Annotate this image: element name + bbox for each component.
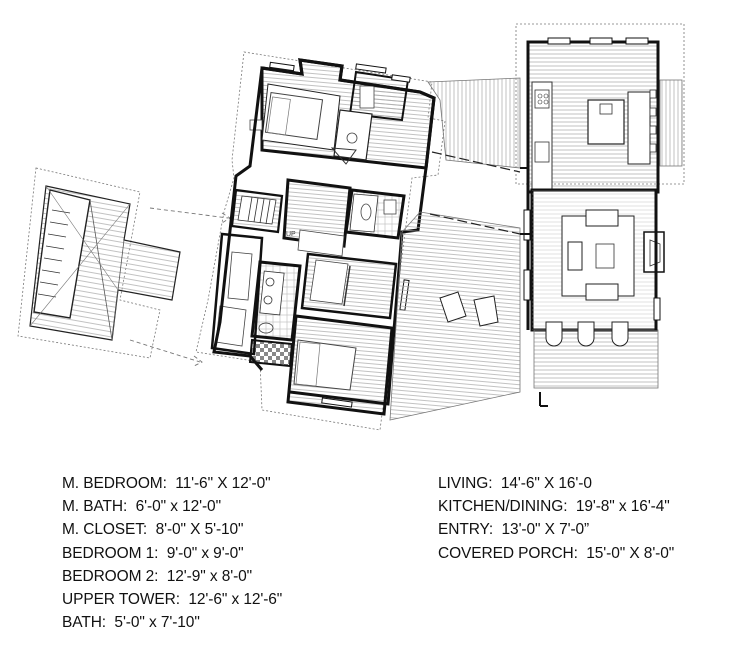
- room-dims: 5'-0" x 7'-10": [114, 614, 200, 632]
- room-dims: 6'-0" x 12'-0": [135, 498, 221, 516]
- room-dims: 15'-0" X 8'-0": [586, 544, 675, 562]
- room-bedroom-1: BEDROOM 1: 9'-0" x 9'-0": [62, 542, 282, 565]
- tower-stair: [37, 209, 71, 298]
- room-name: M. CLOSET:: [62, 521, 148, 539]
- room-entry: ENTRY: 13'-0" X 7'-0”: [438, 518, 674, 541]
- room-living: LIVING: 14'-6" X 16'-0: [438, 472, 674, 495]
- upper-tower-plan: [17, 167, 181, 359]
- room-upper-tower: UPPER TOWER: 12'-6" x 12'-6": [62, 588, 282, 611]
- room-dims: 12'-6" x 12'-6": [188, 591, 283, 609]
- room-dims: 12'-9" x 8'-0": [166, 567, 253, 585]
- upper-floor-plan: UP: [195, 51, 446, 431]
- room-kitchen-dining: KITCHEN/DINING: 19'-8" x 16'-4": [438, 495, 674, 518]
- room-dimensions-left: M. BEDROOM: 11'-6" X 12'-0" M. BATH: 6'-…: [62, 472, 282, 634]
- room-name: KITCHEN/DINING:: [438, 498, 568, 516]
- room-dims: 13'-0" X 7'-0”: [501, 521, 590, 539]
- roof-decks: [389, 77, 521, 421]
- room-master-bath: M. BATH: 6'-0" x 12'-0": [62, 495, 282, 518]
- room-name: M. BEDROOM:: [62, 475, 167, 492]
- room-name: COVERED PORCH:: [438, 544, 578, 562]
- room-dims: 8'-0" X 5'-10": [155, 521, 244, 539]
- room-bedroom-2: BEDROOM 2: 12'-9" x 8'-0": [62, 565, 282, 588]
- room-covered-porch: COVERED PORCH: 15'-0" X 8'-0": [438, 542, 674, 565]
- room-name: BEDROOM 1:: [62, 544, 159, 562]
- floor-plan-drawing: UP: [17, 23, 685, 431]
- room-name: ENTRY:: [438, 521, 494, 539]
- room-name: BATH:: [62, 614, 106, 632]
- room-name: BEDROOM 2:: [62, 567, 159, 585]
- room-name: UPPER TOWER:: [62, 591, 180, 609]
- room-bath: BATH: 5'-0" x 7'-10": [62, 611, 282, 634]
- room-dims: 9'-0" x 9'-0": [166, 544, 244, 562]
- room-name: M. BATH:: [62, 498, 128, 516]
- room-dimensions-right: LIVING: 14'-6" X 16'-0 KITCHEN/DINING: 1…: [438, 472, 674, 565]
- room-master-closet: M. CLOSET: 8'-0" X 5'-10": [62, 518, 282, 541]
- room-dims: 19'-8" x 16'-4": [575, 498, 670, 516]
- lounge-chairs: [439, 291, 499, 327]
- room-name: LIVING:: [438, 475, 493, 492]
- room-dims: 14'-6" X 16'-0: [500, 475, 592, 492]
- room-dims: 11'-6" X 12'-0": [175, 475, 271, 492]
- main-floor-plan: [515, 23, 685, 407]
- room-master-bedroom: M. BEDROOM: 11'-6" X 12'-0": [62, 472, 282, 495]
